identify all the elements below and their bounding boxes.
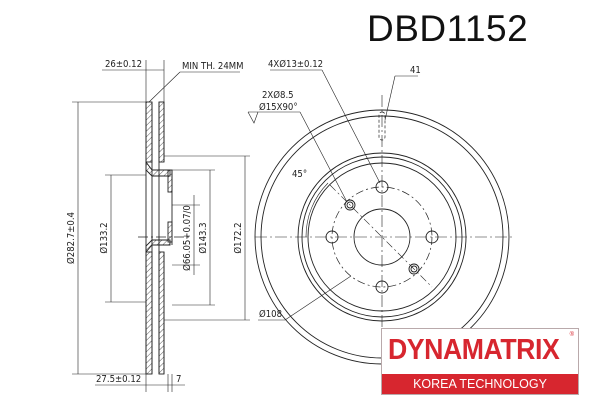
bolt-holes-label: 4XØ13±0.12 [268, 59, 323, 70]
center-bore-label: Ø66.05+0.07/0 [182, 205, 193, 271]
part-number-title: DBD1152 [367, 8, 529, 49]
front-view [247, 69, 515, 372]
thickness-label: 26±0.12 [105, 59, 142, 70]
diameter-133-label: Ø133.2 [99, 222, 110, 253]
height-label: 27.5±0.12 [96, 374, 141, 385]
registered-mark: ® [569, 332, 574, 338]
brand-logo: DYNAMATRIX ® KOREA TECHNOLOGY [381, 328, 579, 395]
hat-thickness-label: 7 [176, 374, 181, 385]
pcd-label: Ø108 [259, 309, 282, 320]
bottom-outer-plate [145, 251, 153, 375]
min-thickness-label: MIN TH. 24MM [182, 61, 244, 72]
top-inner-plate [158, 101, 165, 163]
vent-label: 41 [410, 65, 421, 76]
brand-tagline: KOREA TECHNOLOGY [382, 374, 578, 394]
brand-name: DYNAMATRIX [388, 334, 560, 366]
side-view [72, 60, 250, 392]
outer-diameter-label: Ø282.7±0.4 [66, 212, 77, 264]
screw-holes-label: 2XØ8.5 [262, 90, 294, 101]
diameter-143-label: Ø143.3 [198, 222, 209, 253]
countersink-label: Ø15X90° [259, 102, 298, 113]
angle-label: 45° [292, 169, 307, 180]
bottom-inner-plate [158, 251, 165, 375]
top-outer-plate [145, 101, 153, 163]
diameter-172-label: Ø172.2 [233, 222, 244, 253]
